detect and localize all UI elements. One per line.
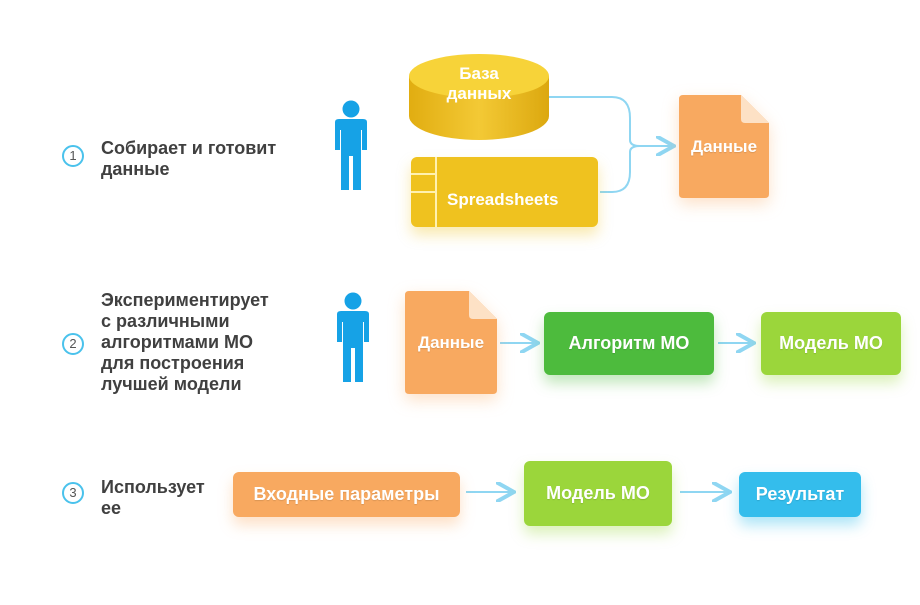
spreadsheet-label: Spreadsheets: [447, 190, 559, 209]
step-1-line: данные: [101, 159, 170, 179]
step-3-line: Использует: [101, 477, 205, 497]
data-document-label: Данные: [417, 333, 485, 352]
step-number-3: 3: [62, 482, 84, 504]
database-icon: [409, 54, 549, 140]
database-label-line: данных: [446, 84, 512, 103]
data-document-row2: Данные: [405, 291, 497, 394]
document-icon: [679, 95, 769, 198]
spreadsheet-grid-line: [411, 173, 435, 175]
spreadsheet-grid-line: [435, 157, 437, 227]
step-1-line: Собирает и готовит: [101, 138, 277, 158]
arrow-sheet-to-data: [600, 145, 641, 193]
step-2-line: лучшей модели: [101, 374, 242, 394]
algorithm-box: Алгоритм МО: [544, 312, 714, 375]
step-number-1: 1: [62, 145, 84, 167]
spreadsheet-box: [411, 157, 598, 227]
person-icon: [337, 292, 369, 382]
data-document-label: Данные: [690, 137, 758, 156]
model-box-row2: Модель МО: [761, 312, 901, 375]
step-2-line: Экспериментирует: [101, 290, 269, 310]
result-box: Результат: [739, 472, 861, 517]
step-3-text: Использует ее: [101, 477, 205, 519]
step-2-text: Экспериментирует с различными алгоритмам…: [101, 290, 269, 395]
data-document-row1: Данные: [679, 95, 769, 198]
database-label: База данных: [412, 64, 546, 104]
step-3-line: ее: [101, 498, 122, 518]
step-number-2: 2: [62, 333, 84, 355]
step-2-line: для построения: [101, 353, 245, 373]
arrow-db-to-data: [548, 96, 672, 146]
database-label-line: База: [459, 64, 499, 83]
step-2-line: с различными: [101, 311, 230, 331]
document-icon: [405, 291, 497, 394]
model-box-row3: Модель МО: [524, 461, 672, 526]
inputs-box: Входные параметры: [233, 472, 460, 517]
person-icon: [335, 100, 367, 190]
spreadsheet-grid-line: [411, 191, 435, 193]
step-2-line: алгоритмами МО: [101, 332, 254, 352]
step-1-text: Собирает и готовит данные: [101, 138, 276, 180]
